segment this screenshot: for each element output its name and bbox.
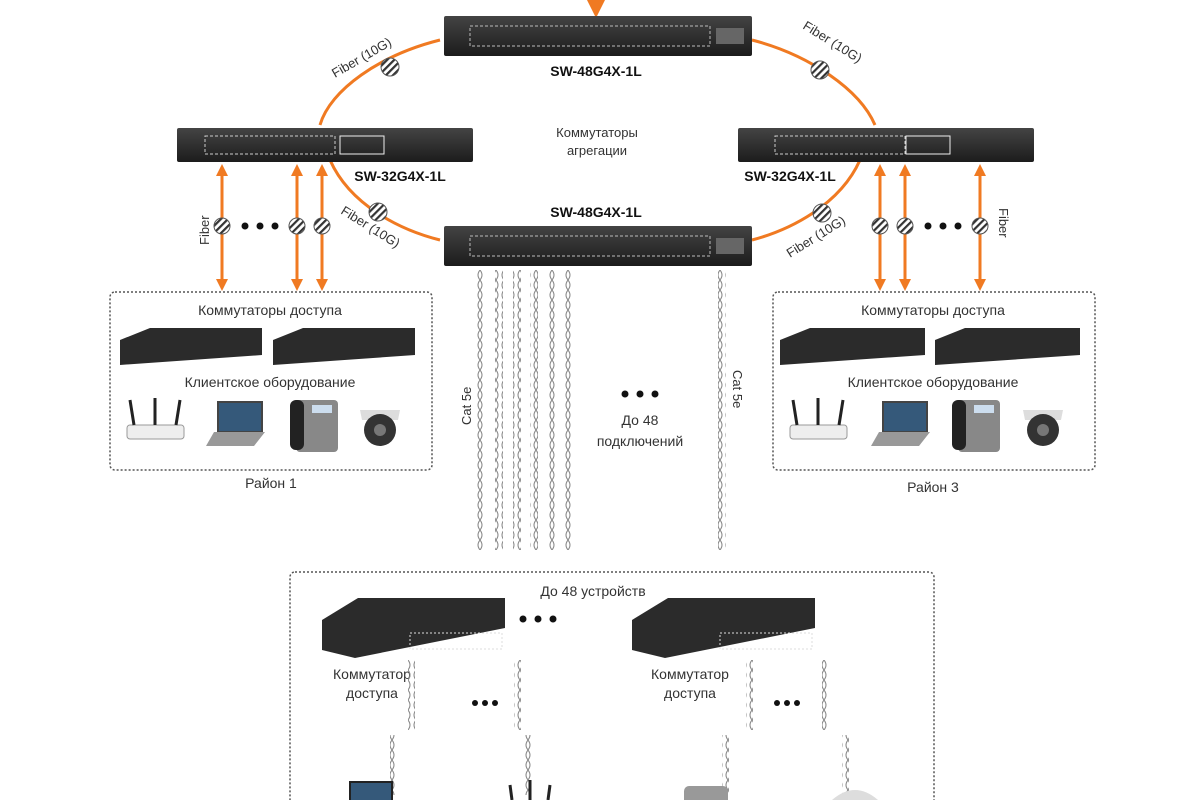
top-core-switch (444, 16, 752, 56)
connections-count-1: До 48 (622, 412, 659, 428)
phone-icon (290, 400, 338, 452)
router-icon (789, 398, 848, 440)
phone-icon (952, 400, 1000, 452)
bottom-access-switch-right (632, 598, 815, 658)
right-fiber-connectors (871, 217, 989, 235)
left-fiber-connectors (213, 217, 331, 235)
district-1-box (109, 291, 433, 471)
camera-icon (832, 790, 878, 800)
router-icon (508, 780, 552, 800)
bottom-switch-label-right-1: Коммутатор (651, 666, 729, 682)
left-aggregation-switch (177, 128, 473, 162)
right-fiber-label: Fiber (996, 208, 1011, 238)
district-3-access-title: Коммутаторы доступа (861, 302, 1005, 318)
district-3-client-title: Клиентское оборудование (848, 374, 1019, 390)
ellipsis-dots (621, 390, 659, 398)
district-3-clients (789, 398, 1063, 452)
top-switch-model: SW-48G4X-1L (550, 63, 642, 79)
right-aggregation-switch (738, 128, 1034, 162)
ellipsis-dots (472, 700, 800, 706)
bottom-client-cables (390, 660, 849, 795)
ring-label-top-right: Fiber (10G) (800, 18, 864, 66)
laptop-icon (871, 401, 930, 446)
ellipsis-dots (519, 615, 557, 623)
district-3-name: Район 3 (907, 479, 959, 495)
laptop-icon (349, 781, 393, 800)
bottom-devices-box (289, 571, 935, 800)
bottom-clients (349, 780, 878, 800)
district-3-access-switches (780, 328, 1080, 365)
bottom-switch-label-left-2: доступа (346, 685, 398, 701)
fiber-connector-icons (368, 57, 832, 223)
left-fiber-label: Fiber (197, 215, 212, 245)
camera-icon (1023, 410, 1063, 446)
left-switch-model: SW-32G4X-1L (354, 168, 446, 184)
district-1-access-switches (120, 328, 415, 365)
bottom-switch-label-right-2: доступа (664, 685, 716, 701)
camera-icon (360, 410, 400, 446)
bottom-core-switch (444, 226, 752, 266)
district-1-client-title: Клиентское оборудование (185, 374, 356, 390)
router-icon (126, 398, 185, 440)
connections-count-2: подключений (597, 433, 683, 449)
cat5e-cables (477, 270, 726, 550)
cat5e-label-right: Cat 5e (730, 370, 745, 408)
bottom-access-switch-left (322, 598, 505, 658)
cat5e-label-left: Cat 5e (459, 387, 474, 425)
district-3-box (772, 291, 1096, 471)
laptop-icon (206, 401, 265, 446)
district-1-access-title: Коммутаторы доступа (198, 302, 342, 318)
district-1-name: Район 1 (245, 475, 297, 491)
bottom-switch-label-left-1: Коммутатор (333, 666, 411, 682)
aggregation-label-2: агрегации (567, 143, 627, 158)
phone-icon (684, 786, 728, 800)
bottom-group-title: До 48 устройств (540, 583, 645, 599)
district-1-clients (126, 398, 400, 452)
aggregation-label-1: Коммутаторы (556, 125, 638, 140)
right-switch-model: SW-32G4X-1L (744, 168, 836, 184)
bottom-switch-model: SW-48G4X-1L (550, 204, 642, 220)
